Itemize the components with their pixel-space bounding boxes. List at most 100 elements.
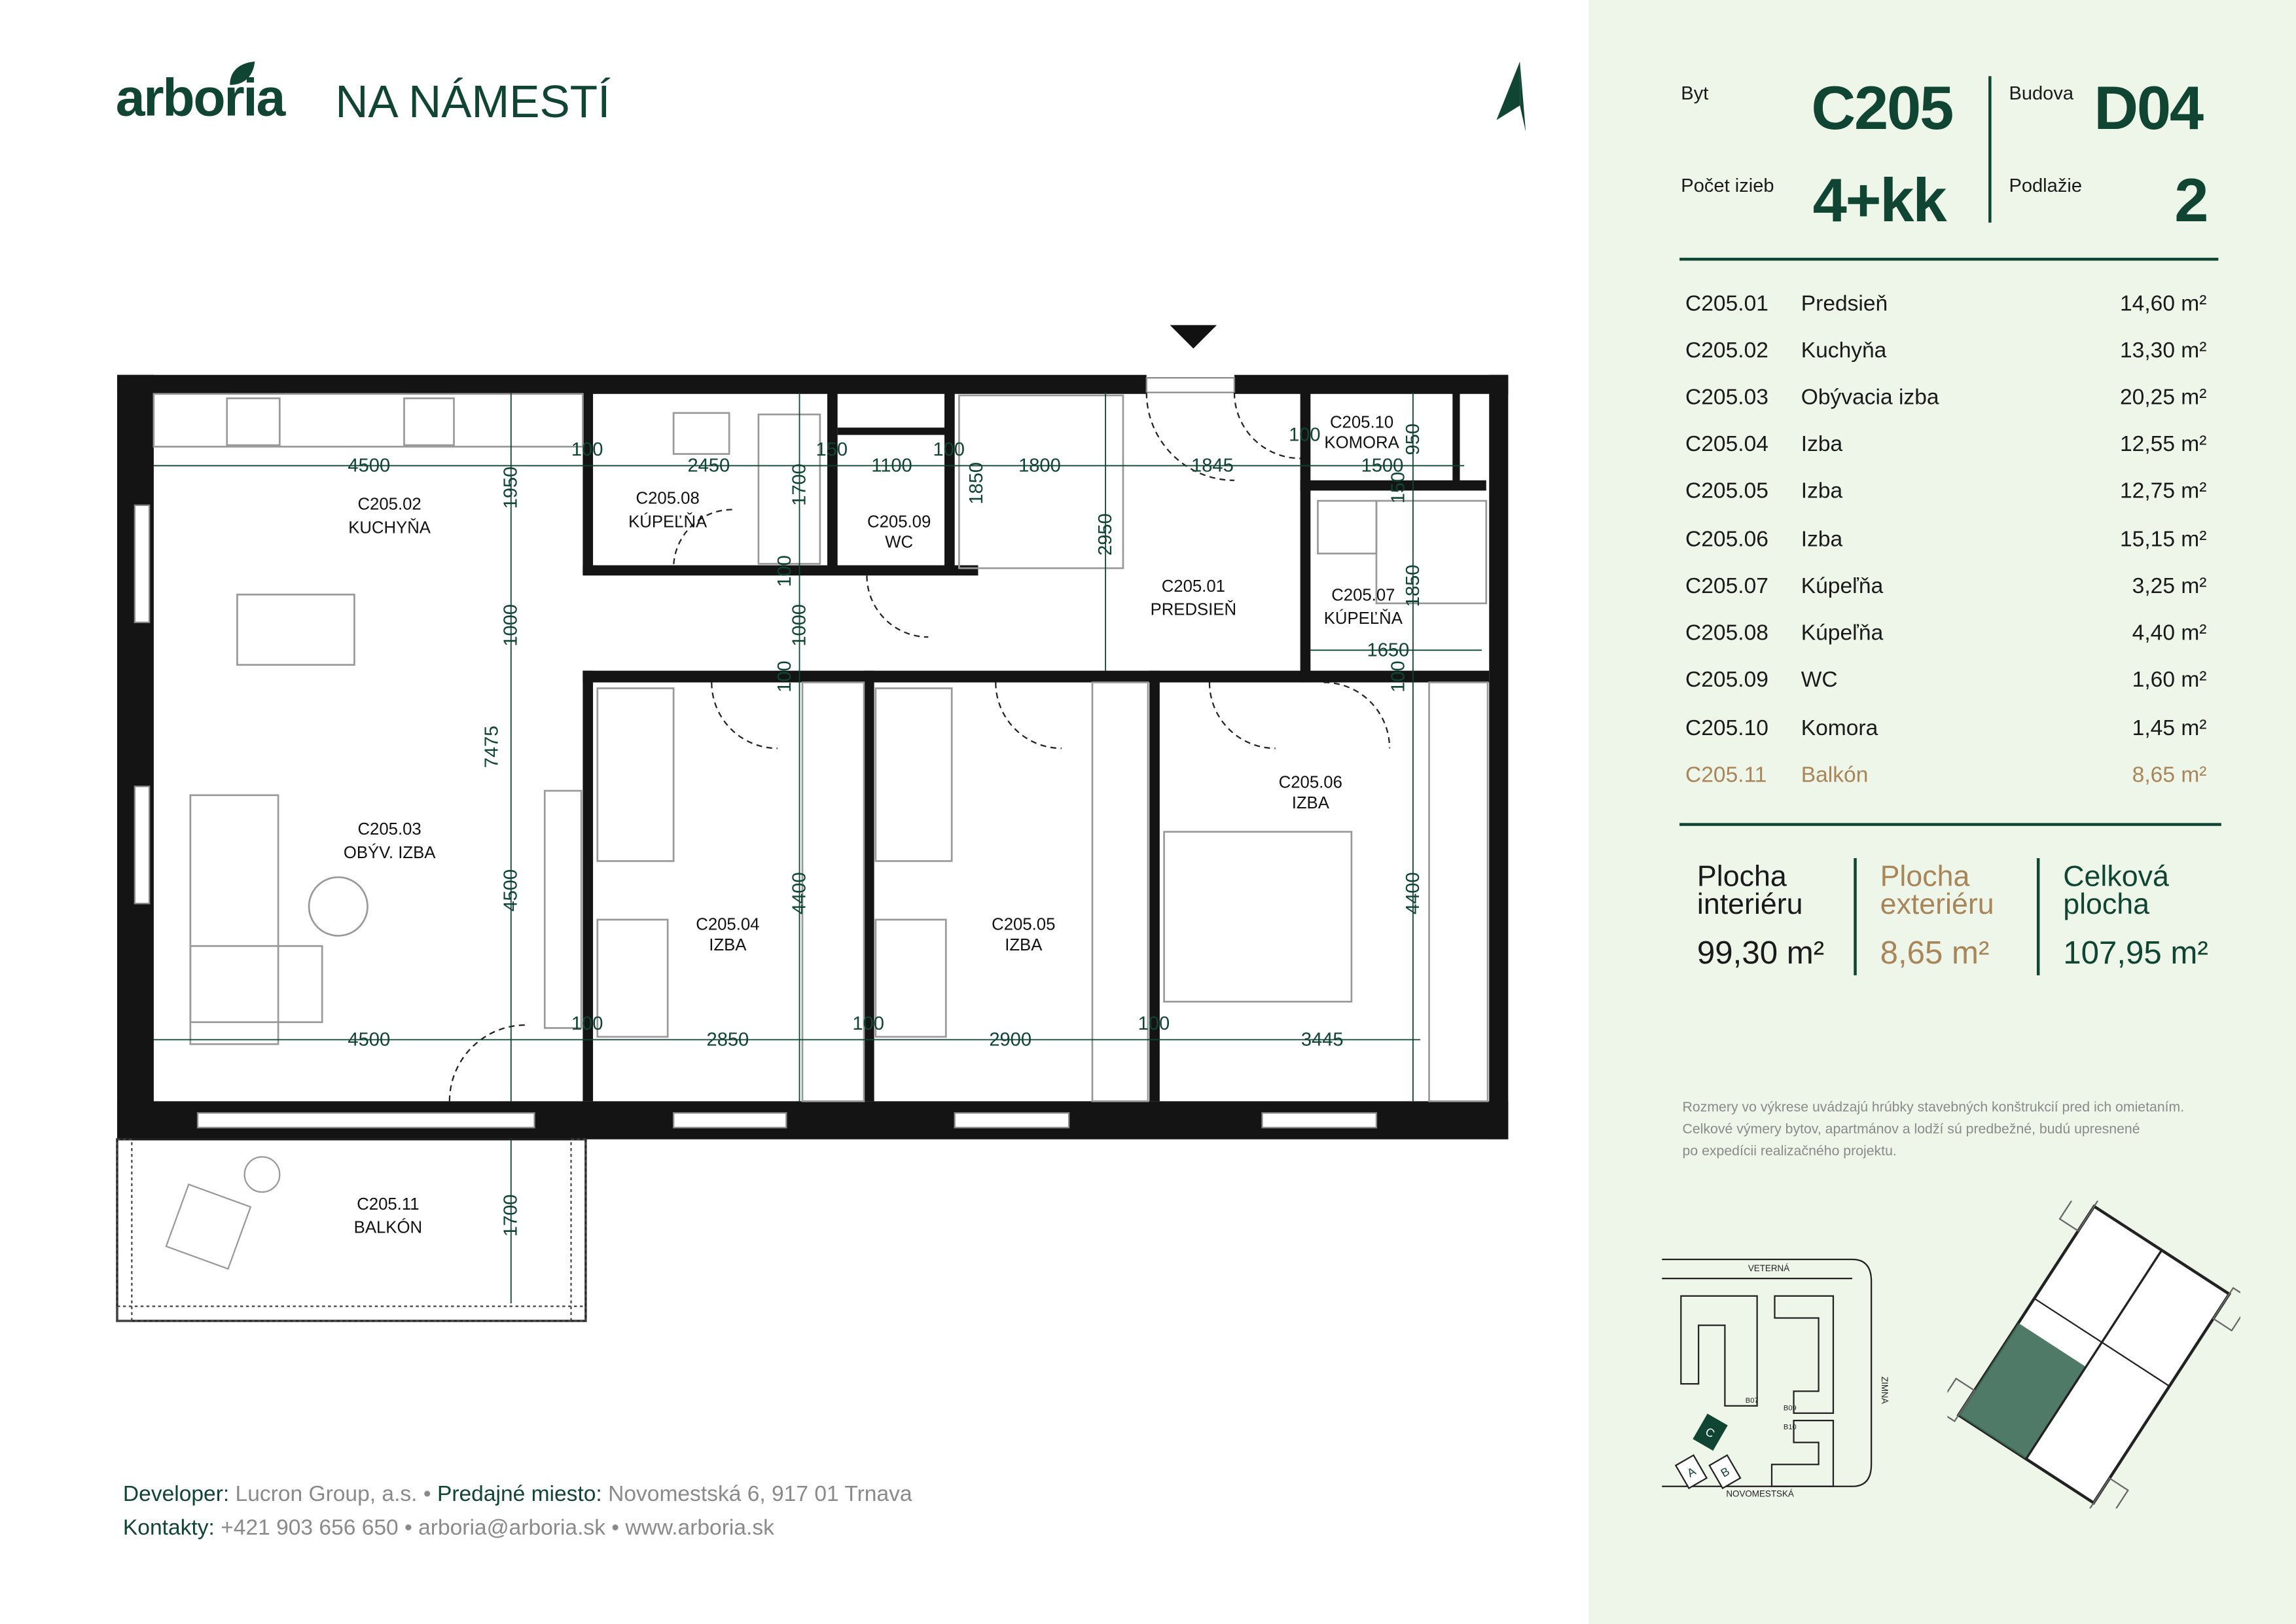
svg-text:IZBA: IZBA [1292,794,1330,812]
north-arrow-icon [1496,61,1526,132]
svg-text:B07: B07 [1746,1397,1759,1405]
svg-text:1700: 1700 [789,463,810,506]
byt-value: C205 [1811,73,1954,143]
developer-value: Lucron Group, a.s. [235,1482,418,1507]
svg-text:KUCHYŇA: KUCHYŇA [348,518,431,537]
svg-text:C205.01: C205.01 [1162,577,1225,596]
podlazie-label: Podlažie [2009,174,2083,196]
svg-text:100: 100 [571,439,603,460]
svg-text:WC: WC [885,533,913,552]
dimension-lines [153,392,1482,1304]
svg-text:1850: 1850 [1403,565,1424,607]
sales-label: Predajné miesto: [437,1482,602,1507]
disclaimer: Rozmery vo výkrese uvádzajú hrúbky stave… [1682,1100,2185,1160]
separator: • [423,1482,431,1507]
footer-line-1: Developer: Lucron Group, a.s. • Predajné… [123,1482,912,1507]
street-north: VETERNÁ [1748,1263,1789,1273]
izby-value: 4+kk [1812,165,1947,234]
svg-text:150: 150 [816,439,848,460]
svg-text:4400: 4400 [1403,872,1424,914]
svg-text:1850: 1850 [966,462,987,505]
svg-text:150: 150 [1388,472,1408,504]
sales-value: Novomestská 6, 917 01 Trnava [608,1482,912,1507]
dimensions: 4500 100 2450 150 1100 100 1800 1845 100… [348,424,1423,1236]
svg-text:KÚPEĽŇA: KÚPEĽŇA [1324,609,1403,628]
svg-text:C205.09: C205.09 [867,513,931,531]
svg-text:OBÝV. IZBA: OBÝV. IZBA [344,843,436,862]
svg-text:IZBA: IZBA [709,936,747,954]
svg-text:7475: 7475 [482,726,503,768]
svg-text:C205.02: C205.02 [357,496,421,514]
divider [1679,257,2219,261]
svg-text:C205.06: C205.06 [1279,774,1342,792]
svg-text:1800: 1800 [1018,455,1061,476]
developer-label: Developer: [122,1482,230,1507]
svg-text:C205.11: C205.11 [357,1195,419,1214]
contact-label: Kontakty: [122,1515,215,1541]
divider [1679,823,2221,826]
divider [1854,857,1857,975]
svg-text:100: 100 [933,439,965,460]
byt-label: Byt [1681,82,1709,104]
windows [134,377,1378,1128]
svg-text:C205.05: C205.05 [992,916,1055,934]
svg-text:4500: 4500 [348,1029,390,1050]
building-floor-overview [1947,1200,2240,1509]
svg-text:B10: B10 [1784,1424,1797,1432]
svg-text:100: 100 [1388,660,1408,693]
brand-name: arboria [115,67,286,128]
svg-text:C205.07: C205.07 [1331,586,1395,604]
svg-text:B09: B09 [1784,1404,1797,1412]
svg-text:1650: 1650 [1367,640,1410,660]
svg-text:4500: 4500 [348,455,390,476]
svg-text:IZBA: IZBA [1005,936,1043,954]
leaf-icon [230,61,255,85]
svg-text:1500: 1500 [1361,455,1404,476]
svg-text:2900: 2900 [989,1029,1031,1050]
furniture [152,393,1489,1102]
svg-text:100: 100 [571,1013,603,1034]
svg-text:C205.10: C205.10 [1330,413,1393,431]
divider [2036,857,2040,975]
svg-text:950: 950 [1403,424,1424,456]
svg-text:KÚPEĽŇA: KÚPEĽŇA [628,512,708,531]
footer-line-2: Kontakty: +421 903 656 650 • arboria@arb… [123,1516,774,1541]
svg-text:C205.03: C205.03 [357,820,421,839]
budova-label: Budova [2009,82,2074,104]
project-name: NA NÁMESTÍ [335,76,611,128]
svg-text:1100: 1100 [871,455,912,476]
apartment-highlight [1958,1323,2087,1459]
svg-text:3445: 3445 [1301,1029,1344,1050]
budova-value: D04 [2094,73,2204,143]
izby-label: Počet izieb [1681,174,1774,196]
svg-text:BALKÓN: BALKÓN [354,1218,422,1237]
svg-text:100: 100 [852,1013,884,1034]
divider [1988,76,1992,223]
svg-text:2450: 2450 [687,455,730,476]
svg-text:100: 100 [1289,424,1321,445]
svg-text:1000: 1000 [789,604,810,647]
svg-text:C205.08: C205.08 [636,490,700,508]
podlazie-value: 2 [2174,165,2208,234]
entrance-triangle-icon [1170,325,1217,349]
svg-text:1000: 1000 [501,604,522,647]
svg-text:100: 100 [774,555,795,587]
svg-text:2850: 2850 [707,1029,749,1050]
svg-text:KOMORA: KOMORA [1324,434,1399,452]
street-south: NOVOMESTSKÁ [1726,1489,1794,1498]
contact-value: +421 903 656 650 • arboria@arboria.sk • … [221,1515,774,1541]
